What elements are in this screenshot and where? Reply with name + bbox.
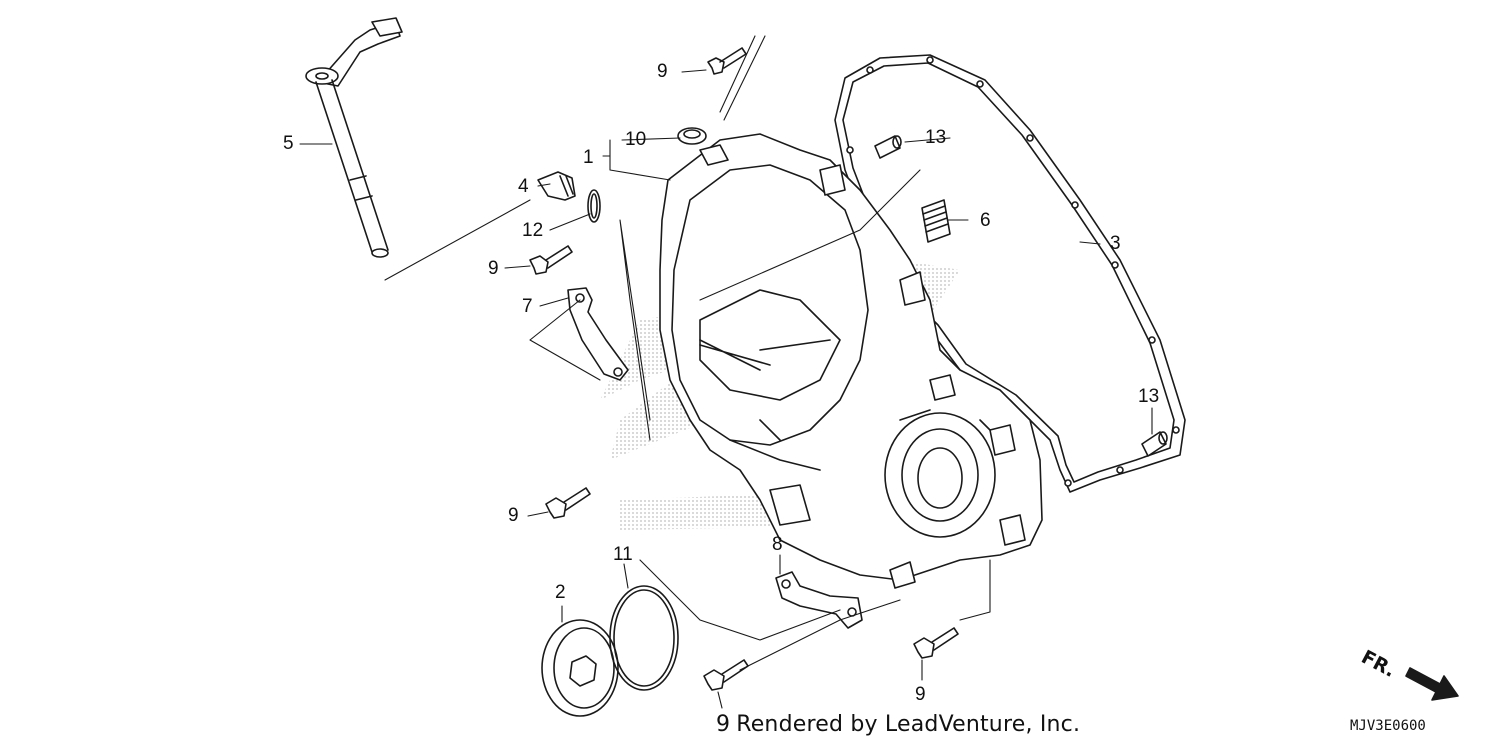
- diagram-code: MJV3E0600: [1350, 718, 1426, 734]
- part-11-o-ring: [609, 585, 679, 691]
- part-8-bracket: [775, 571, 863, 629]
- part-9-bolt-mid: [545, 487, 591, 519]
- callout-9-bottom-left: 9: [716, 712, 731, 737]
- part-12-o-ring: [587, 189, 601, 223]
- callout-2: 2: [555, 582, 566, 603]
- callout-9-left: 9: [488, 258, 499, 279]
- callout-9-bottom-right: 9: [915, 684, 926, 705]
- callout-12: 12: [522, 220, 544, 241]
- part-5-spindle-rod: [305, 17, 403, 258]
- callout-5: 5: [283, 133, 294, 154]
- part-2-cap: [541, 619, 619, 717]
- part-10-seal: [677, 127, 707, 145]
- callout-11: 11: [613, 544, 633, 565]
- part-9-bolt-bottom-right: [913, 627, 959, 659]
- callout-1: 1: [583, 147, 594, 168]
- part-9-bolt-bottom-left: [703, 659, 749, 691]
- part-13-dowel-lower: [1141, 431, 1168, 457]
- callout-4: 4: [518, 176, 529, 197]
- callout-3: 3: [1110, 233, 1121, 254]
- leader-lines: [299, 35, 1153, 709]
- part-9-bolt-top: [707, 47, 747, 75]
- callout-7: 7: [522, 296, 533, 317]
- callout-6: 6: [980, 210, 991, 231]
- front-direction-arrow: [1405, 667, 1459, 701]
- callout-13-lower: 13: [1138, 386, 1160, 407]
- credit-text: Rendered by LeadVenture, Inc.: [736, 712, 1081, 737]
- part-4-sensor: [537, 171, 576, 201]
- callout-9-mid: 9: [508, 505, 519, 526]
- callout-9-top: 9: [657, 61, 668, 82]
- part-7-bracket: [567, 287, 629, 381]
- part-1-crankcase-cover: [659, 133, 1043, 589]
- callout-10: 10: [625, 129, 647, 150]
- part-6-spring: [921, 199, 951, 243]
- part-9-bolt-left: [529, 245, 573, 275]
- part-13-dowel-upper: [874, 135, 902, 159]
- callout-13-upper: 13: [925, 127, 947, 148]
- callout-8: 8: [772, 534, 783, 555]
